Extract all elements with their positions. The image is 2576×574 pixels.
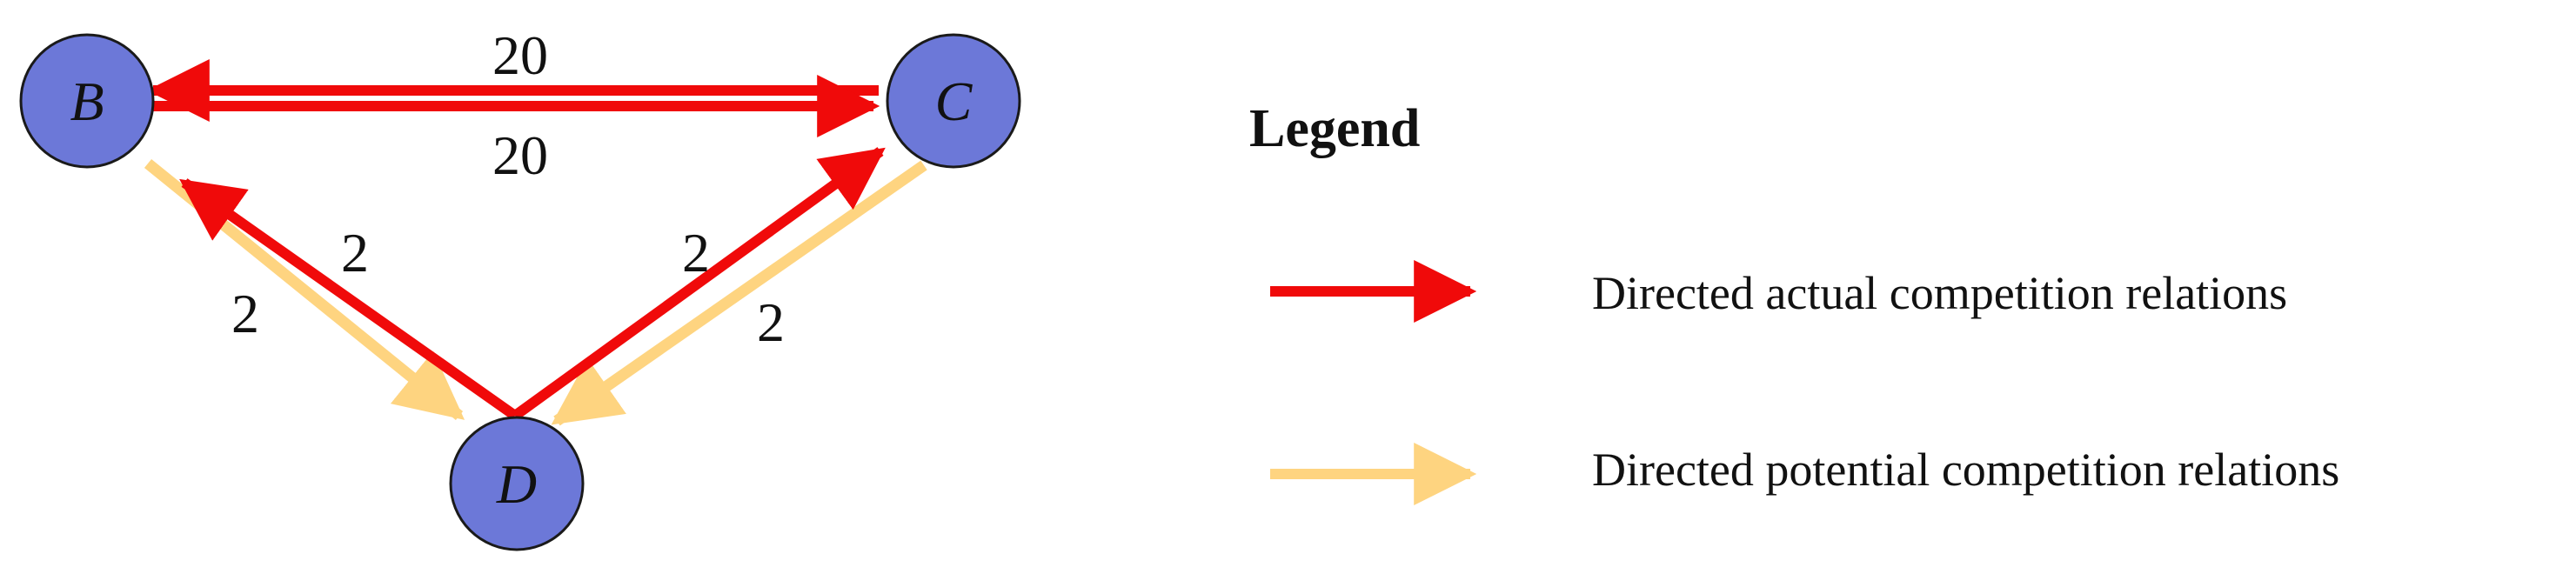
legend-label-actual: Directed actual competition relations [1592,267,2287,319]
node-c: C [886,33,1021,169]
edge-labels: 20 20 2 2 2 2 [231,24,785,353]
legend-label-potential: Directed potential competition relations [1592,444,2339,496]
edge-d-to-b-actual [179,178,519,420]
edge-label-d-to-b: 2 [341,222,369,284]
edge-label-c-to-d: 2 [757,291,785,353]
edge-label-c-to-b: 20 [492,24,548,86]
edge-b-to-d-potential [144,158,465,421]
nodes: B C D [19,33,1021,551]
edge-label-b-to-c: 20 [492,124,548,186]
edge-label-d-to-c: 2 [682,222,710,284]
node-b: B [19,33,155,169]
edges [144,59,927,426]
node-b-label: B [70,70,104,132]
legend-title: Legend [1249,99,1420,158]
node-c-label: C [935,70,974,132]
edge-c-to-d-potential [551,160,927,426]
node-d: D [449,416,585,551]
node-d-label: D [496,453,537,515]
edge-label-b-to-d: 2 [231,283,259,344]
edge-d-to-c-actual [512,147,886,420]
legend: Legend Directed actual competition relat… [1249,99,2339,505]
